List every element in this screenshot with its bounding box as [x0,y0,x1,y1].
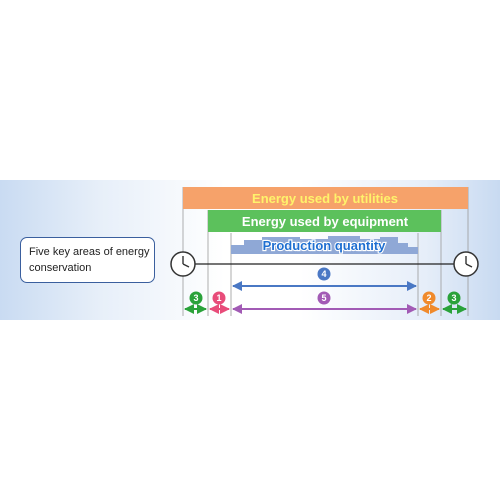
start-clock-icon [170,251,196,277]
five-areas-label: Five key areas of energy conservation [29,246,150,274]
utilities-bar-label: Energy used by utilities [252,191,398,206]
equipment-bar [208,210,441,232]
svg-text:4: 4 [321,269,326,279]
end-clock-icon [453,251,479,277]
production-quantity-label: Production quantity [263,238,387,253]
area-1-marker: 1 [212,291,226,305]
area-4-marker: 4 [317,267,331,281]
area-3-left-marker: 3 [189,291,203,305]
svg-text:3: 3 [451,293,456,303]
svg-text:2: 2 [426,293,431,303]
equipment-bar-label: Energy used by equipment [242,214,409,229]
utilities-bar [183,187,468,209]
area-3-right-marker: 3 [447,291,461,305]
svg-text:3: 3 [193,293,198,303]
svg-text:5: 5 [321,293,326,303]
five-areas-label-box: Five key areas of energy conservation [20,237,155,283]
svg-text:1: 1 [216,293,221,303]
area-5-marker: 5 [317,291,331,305]
area-2-marker: 2 [422,291,436,305]
production-quantity-shape [231,236,418,254]
